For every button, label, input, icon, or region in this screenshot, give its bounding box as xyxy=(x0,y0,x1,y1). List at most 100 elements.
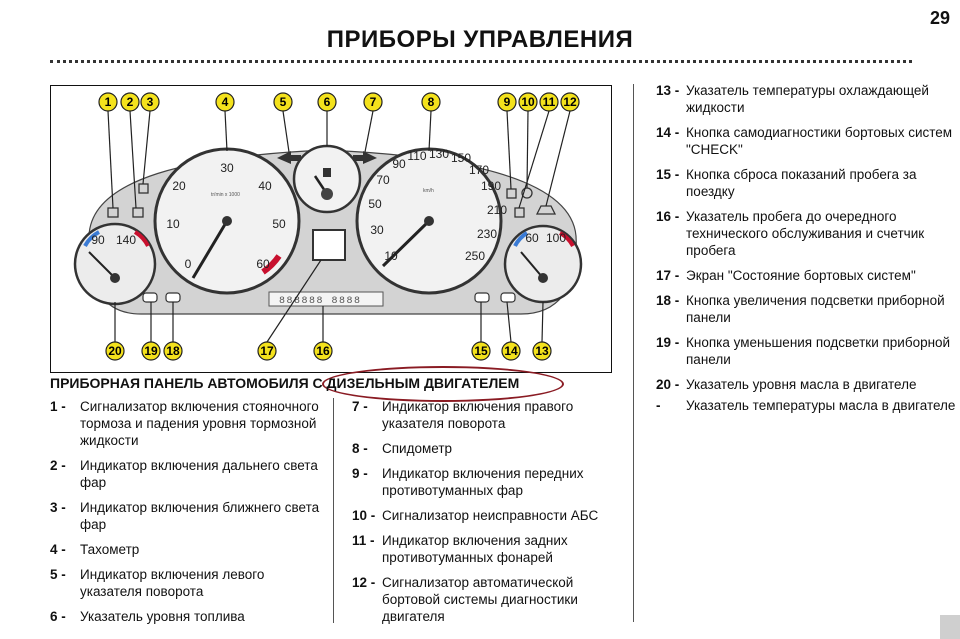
legend-item: 10 -Сигнализатор неисправности АБС xyxy=(352,507,622,524)
callout-number: 12 xyxy=(563,95,577,109)
callout-number: 2 xyxy=(127,95,134,109)
callout-marker: 13 xyxy=(532,341,552,361)
legend-item-number: 16 - xyxy=(656,209,680,224)
callout-leader-line xyxy=(142,110,151,185)
legend-item-number: - xyxy=(656,398,661,413)
legend-column-1: 1 - Сигнализатор включения стояночного то… xyxy=(50,398,320,633)
callout-marker: 7 xyxy=(363,92,383,112)
legend-item: 2 -Индикатор включения дальнего света фа… xyxy=(50,457,320,491)
legend-column-2: 7 - Индикатор включения правого указателя… xyxy=(352,398,622,633)
legend-item-number: 1 - xyxy=(50,399,66,414)
tachometer-label: 50 xyxy=(272,217,286,231)
callout-leader-line xyxy=(266,259,322,343)
dimmer-minus-button xyxy=(142,292,158,303)
callout-marker: 15 xyxy=(471,341,491,361)
svg-text:km/h: km/h xyxy=(423,188,434,194)
callout-number: 14 xyxy=(504,344,518,358)
legend-item-text: Сигнализатор неисправности АБС xyxy=(382,508,599,523)
legend-item: 18 -Кнопка увеличения подсветки приборно… xyxy=(656,292,956,326)
callout-marker: 5 xyxy=(273,92,293,112)
legend-item-number: 11 - xyxy=(352,533,375,548)
legend-item-text: Индикатор включения передних противотума… xyxy=(382,466,584,498)
legend-item-text: Кнопка уменьшения подсветки приборной па… xyxy=(686,335,951,367)
callout-number: 20 xyxy=(108,344,122,358)
callout-leader-line xyxy=(506,301,512,343)
legend-item-text: Указатель пробега до очередного техничес… xyxy=(686,209,925,258)
legend-item-number: 15 - xyxy=(656,167,680,182)
legend-item: 5 - Индикатор включения левого указателя … xyxy=(50,566,320,600)
legend-item: 17 -Экран "Состояние бортовых систем" xyxy=(656,267,956,284)
legend-item: 19 - Кнопка уменьшения подсветки приборно… xyxy=(656,334,956,368)
legend-item-number: 20 - xyxy=(656,377,680,392)
title-dotted-rule xyxy=(50,60,912,63)
odometer-display: 888888 8888 xyxy=(268,291,384,307)
legend-item-number: 6 - xyxy=(50,609,66,624)
temperature-gauge-label: 100 xyxy=(546,231,566,245)
speedometer-label: 230 xyxy=(477,227,497,241)
callout-marker: 10 xyxy=(518,92,538,112)
legend-item-number: 19 - xyxy=(656,335,680,350)
dashboard-diagram: tr/min x 1000 km/h 888888 8888 xyxy=(50,85,612,373)
callout-marker: 8 xyxy=(421,92,441,112)
speedometer-label: 190 xyxy=(481,179,501,193)
legend-item-text: Кнопка увеличения подсветки приборной па… xyxy=(686,293,945,325)
callout-leader-line xyxy=(107,110,114,209)
speedometer-label: 130 xyxy=(429,147,449,161)
legend-item-text: Сигнализатор включения стояночного тормо… xyxy=(80,399,319,448)
speedometer-label: 150 xyxy=(451,151,471,165)
legend-item-text: Экран "Состояние бортовых систем" xyxy=(686,268,916,283)
tachometer-label: 0 xyxy=(185,257,192,271)
callout-marker: 6 xyxy=(317,92,337,112)
legend-item-text: Индикатор включения левого указателя пов… xyxy=(80,567,265,599)
callout-leader-line xyxy=(526,110,529,189)
corner-icon xyxy=(940,615,960,639)
callout-leader-line xyxy=(506,110,512,190)
callout-number: 8 xyxy=(428,95,435,109)
callout-leader-line xyxy=(428,110,432,152)
trip-reset-button xyxy=(474,292,490,303)
legend-item: 14 -Кнопка самодиагностики бортовых сист… xyxy=(656,124,956,158)
legend-item-number: 5 - xyxy=(50,567,66,582)
legend-item-number: 12 - xyxy=(352,575,376,590)
dashboard-illustration: tr/min x 1000 km/h 888888 8888 xyxy=(73,92,583,361)
callout-marker: 14 xyxy=(501,341,521,361)
tachometer-label: 10 xyxy=(166,217,180,231)
high-beam-lamp xyxy=(132,207,144,218)
callout-marker: 1 xyxy=(98,92,118,112)
tachometer-label: 20 xyxy=(172,179,186,193)
legend-item-text: Индикатор включения задних противотуманн… xyxy=(382,533,568,565)
speedometer-label: 10 xyxy=(384,249,398,263)
speedometer-label: 170 xyxy=(469,163,489,177)
callout-marker: 17 xyxy=(257,341,277,361)
callout-number: 7 xyxy=(370,95,377,109)
callout-marker: 12 xyxy=(560,92,580,112)
callout-marker: 9 xyxy=(497,92,517,112)
legend-item: 6 -Указатель уровня топлива xyxy=(50,608,320,625)
legend-item: -Указатель температуры масла в двигателе xyxy=(656,397,956,414)
speedometer-label: 70 xyxy=(376,173,390,187)
legend-item-number: 7 - xyxy=(352,399,368,414)
oil-gauge-label: 140 xyxy=(116,233,136,247)
legend-item-text: Кнопка сброса показаний пробега за поезд… xyxy=(686,167,917,199)
callout-number: 5 xyxy=(280,95,287,109)
callout-leader-line xyxy=(282,110,290,153)
legend-item-number: 14 - xyxy=(656,125,680,140)
legend-item: 3 -Индикатор включения ближнего света фа… xyxy=(50,499,320,533)
tachometer-label: 60 xyxy=(256,257,270,271)
legend-item-text: Указатель уровня масла в двигателе xyxy=(686,377,917,392)
speedometer-label: 50 xyxy=(368,197,382,211)
legend-item: 9 - Индикатор включения передних противот… xyxy=(352,465,622,499)
legend-item-text: Индикатор включения правого указателя по… xyxy=(382,399,574,431)
callout-marker: 20 xyxy=(105,341,125,361)
status-screen xyxy=(312,229,346,261)
legend-item-text: Индикатор включения ближнего света фар xyxy=(80,500,320,532)
speedometer-label: 250 xyxy=(465,249,485,263)
callout-number: 10 xyxy=(521,95,535,109)
legend-item: 7 - Индикатор включения правого указателя… xyxy=(352,398,622,432)
callout-leader-line xyxy=(364,110,374,153)
page-title: ПРИБОРЫ УПРАВЛЕНИЯ xyxy=(326,26,634,53)
callout-number: 15 xyxy=(474,344,488,358)
legend-item-text: Сигнализатор автоматической бортовой сис… xyxy=(382,575,578,624)
legend-item-number: 9 - xyxy=(352,466,368,481)
callout-number: 16 xyxy=(316,344,330,358)
